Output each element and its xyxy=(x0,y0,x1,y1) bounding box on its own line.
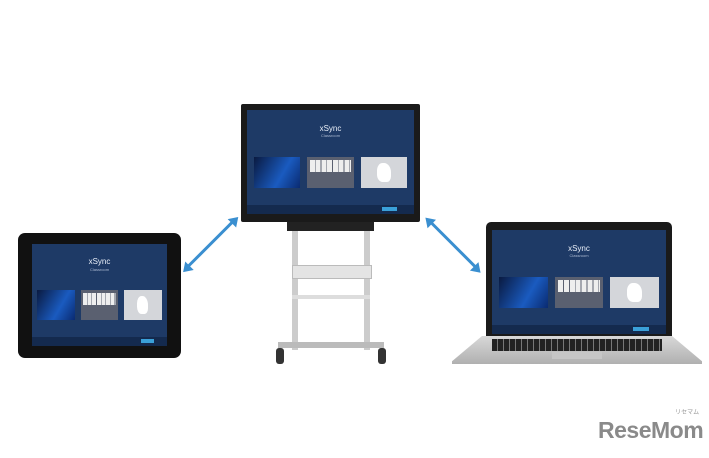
resemom-logo: ReseMom xyxy=(598,417,704,443)
resemom-logo-group: リセマム ReseMom xyxy=(598,410,704,443)
wheel xyxy=(378,348,386,364)
screen-subtitle: Classroom xyxy=(320,133,341,139)
tablet: xSync Classroom xyxy=(18,233,181,358)
stand-shelf xyxy=(292,265,372,279)
desktop-thumbnail xyxy=(253,156,301,188)
screen-heading: xSync Classroom xyxy=(492,243,666,259)
stand-post-right xyxy=(364,226,370,350)
trackpad xyxy=(552,351,602,359)
keyboard xyxy=(492,339,662,351)
map-thumbnail xyxy=(360,156,408,188)
laptop-screen: xSync Classroom xyxy=(492,230,666,334)
screen-title: xSync xyxy=(88,257,111,267)
sync-arrow-right xyxy=(428,220,478,270)
screen-title: xSync xyxy=(319,123,342,133)
screen-heading: xSync Classroom xyxy=(32,257,167,273)
map-thumbnail xyxy=(123,289,162,321)
laptop-lid: xSync Classroom xyxy=(486,222,672,336)
keyboard-thumbnail xyxy=(80,289,119,321)
share-button xyxy=(141,339,154,344)
share-button xyxy=(632,327,649,332)
keyboard-thumbnail xyxy=(554,276,604,308)
screen-subtitle: Classroom xyxy=(569,253,589,259)
taskbar xyxy=(32,336,167,346)
share-button xyxy=(382,207,398,212)
map-thumbnail xyxy=(610,276,660,308)
wheel xyxy=(276,348,284,364)
taskbar xyxy=(247,204,414,214)
screen-title: xSync xyxy=(568,243,590,253)
keyboard-thumbnail xyxy=(307,156,354,188)
screen-subtitle: Classroom xyxy=(89,267,110,273)
stand-shelf xyxy=(292,295,370,299)
desktop-thumbnail xyxy=(498,276,548,308)
stand-bracket xyxy=(287,222,374,231)
sync-arrow-left xyxy=(185,219,235,269)
resemom-logo-sub: リセマム xyxy=(675,410,700,416)
display-screen: xSync Classroom xyxy=(247,110,414,214)
taskbar xyxy=(492,324,666,334)
stand-post-left xyxy=(292,226,298,350)
stand-base xyxy=(278,342,384,348)
laptop-base xyxy=(452,336,702,364)
desktop-thumbnail xyxy=(37,289,76,321)
screen-heading: xSync Classroom xyxy=(247,123,414,139)
tablet-screen: xSync Classroom xyxy=(32,244,167,346)
interactive-display: xSync Classroom xyxy=(241,104,420,222)
